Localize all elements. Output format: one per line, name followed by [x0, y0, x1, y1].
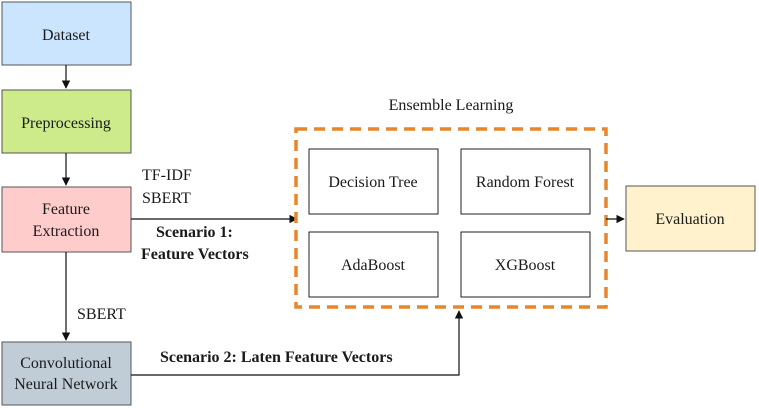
cnn-box: [1, 341, 132, 406]
ensemble-title: Ensemble Learning: [389, 97, 514, 114]
sbert-top-label: SBERT: [142, 190, 191, 207]
adaboost-box: [308, 231, 439, 298]
xgboost-label: XGBoost: [495, 257, 556, 274]
random-forest-box: [460, 148, 591, 215]
feature-extraction-label-line2: Extraction: [33, 223, 100, 240]
scenario2-label: Scenario 2: Laten Feature Vectors: [160, 349, 393, 366]
adaboost-label: AdaBoost: [341, 257, 406, 274]
ensemble-container: [294, 127, 608, 309]
scenario1-label-line1: Scenario 1:: [156, 224, 233, 241]
dataset-label: Dataset: [42, 27, 91, 44]
tfidf-label: TF-IDF: [142, 167, 192, 184]
cnn-label-line2: Neural Network: [14, 376, 118, 393]
sbert-side-label: SBERT: [77, 306, 126, 323]
cnn-label-line1: Convolutional: [20, 355, 112, 372]
feature-extraction-box: [1, 186, 132, 253]
feature-extraction-label-line1: Feature: [42, 201, 90, 218]
arrow-scenario2: [131, 310, 464, 376]
preprocessing-box: [1, 89, 132, 154]
evaluation-label: Evaluation: [655, 211, 724, 228]
scenario1-label-line2: Feature Vectors: [141, 246, 249, 263]
xgboost-box: [460, 231, 591, 298]
evaluation-box: [625, 185, 756, 252]
random-forest-label: Random Forest: [476, 174, 575, 191]
preprocessing-label: Preprocessing: [21, 115, 111, 132]
decision-tree-box: [308, 148, 439, 215]
dataset-box: [1, 1, 132, 66]
decision-tree-label: Decision Tree: [328, 174, 417, 191]
